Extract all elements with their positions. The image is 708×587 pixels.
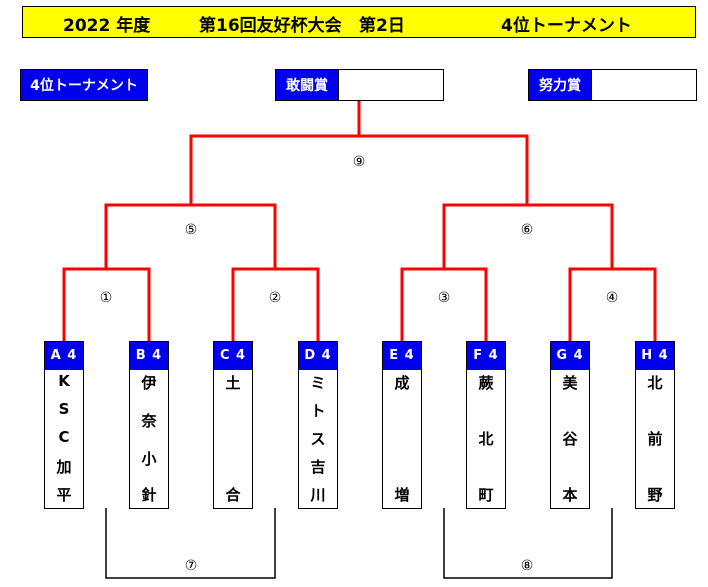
header-day: 第2日: [359, 16, 405, 36]
match-number-2: ②: [268, 290, 282, 306]
consolation-right-bracket: [443, 508, 613, 579]
team-name: 伊 奈 小 針: [141, 374, 157, 504]
r1-bracket-1: [62, 267, 151, 343]
team-box-g4: G 4 美 谷 本: [550, 341, 590, 509]
team-code: G 4: [551, 342, 589, 370]
team-name: 蕨 北 町: [478, 374, 494, 504]
team-box-a4: A 4 K S C 加 平: [44, 341, 84, 509]
match-number-7: ⑦: [184, 558, 198, 574]
team-box-h4: H 4 北 前 野: [635, 341, 675, 509]
fighting-spirit-award-value[interactable]: [338, 69, 444, 101]
team-code: A 4: [45, 342, 83, 370]
match-number-5: ⑤: [184, 222, 198, 238]
match-number-1: ①: [99, 290, 113, 306]
team-code: C 4: [214, 342, 252, 370]
semi-left-bracket: [104, 203, 277, 269]
match-number-8: ⑧: [520, 558, 534, 574]
team-code: B 4: [130, 342, 168, 370]
team-name: ミ ト ス 吉 川: [310, 374, 326, 504]
final-bracket: [189, 134, 529, 205]
team-box-d4: D 4 ミ ト ス 吉 川: [298, 341, 338, 509]
match-number-3: ③: [437, 290, 451, 306]
team-box-b4: B 4 伊 奈 小 針: [129, 341, 169, 509]
header-year: 2022 年度: [63, 16, 151, 36]
fighting-spirit-award-label: 敢闘賞: [275, 69, 339, 101]
consolation-left-bracket: [105, 508, 276, 579]
header-bracket: 4位トーナメント: [501, 16, 632, 36]
match-number-4: ④: [605, 290, 619, 306]
team-code: E 4: [383, 342, 421, 370]
team-name: 美 谷 本: [562, 374, 578, 504]
r1-bracket-4: [568, 267, 657, 343]
team-code: F 4: [467, 342, 505, 370]
r1-bracket-2: [231, 267, 320, 343]
effort-award-label: 努力賞: [528, 69, 592, 101]
r1-bracket-3: [400, 267, 488, 343]
team-code: D 4: [299, 342, 337, 370]
bracket-label: 4位トーナメント: [20, 69, 148, 101]
match-number-6: ⑥: [520, 222, 534, 238]
team-box-e4: E 4 成 増: [382, 341, 422, 509]
team-name: 成 増: [394, 374, 410, 504]
team-code: H 4: [636, 342, 674, 370]
team-name: K S C 加 平: [56, 372, 72, 504]
team-name: 北 前 野: [647, 374, 663, 504]
team-box-c4: C 4 土 合: [213, 341, 253, 509]
effort-award-value[interactable]: [591, 69, 697, 101]
team-box-f4: F 4 蕨 北 町: [466, 341, 506, 509]
match-number-9: ⑨: [352, 154, 366, 170]
semi-right-bracket: [442, 203, 614, 269]
title-banner: 2022 年度 第16回友好杯大会 第2日 4位トーナメント: [22, 6, 696, 38]
header-tournament: 第16回友好杯大会: [199, 16, 342, 36]
team-name: 土 合: [225, 374, 241, 504]
